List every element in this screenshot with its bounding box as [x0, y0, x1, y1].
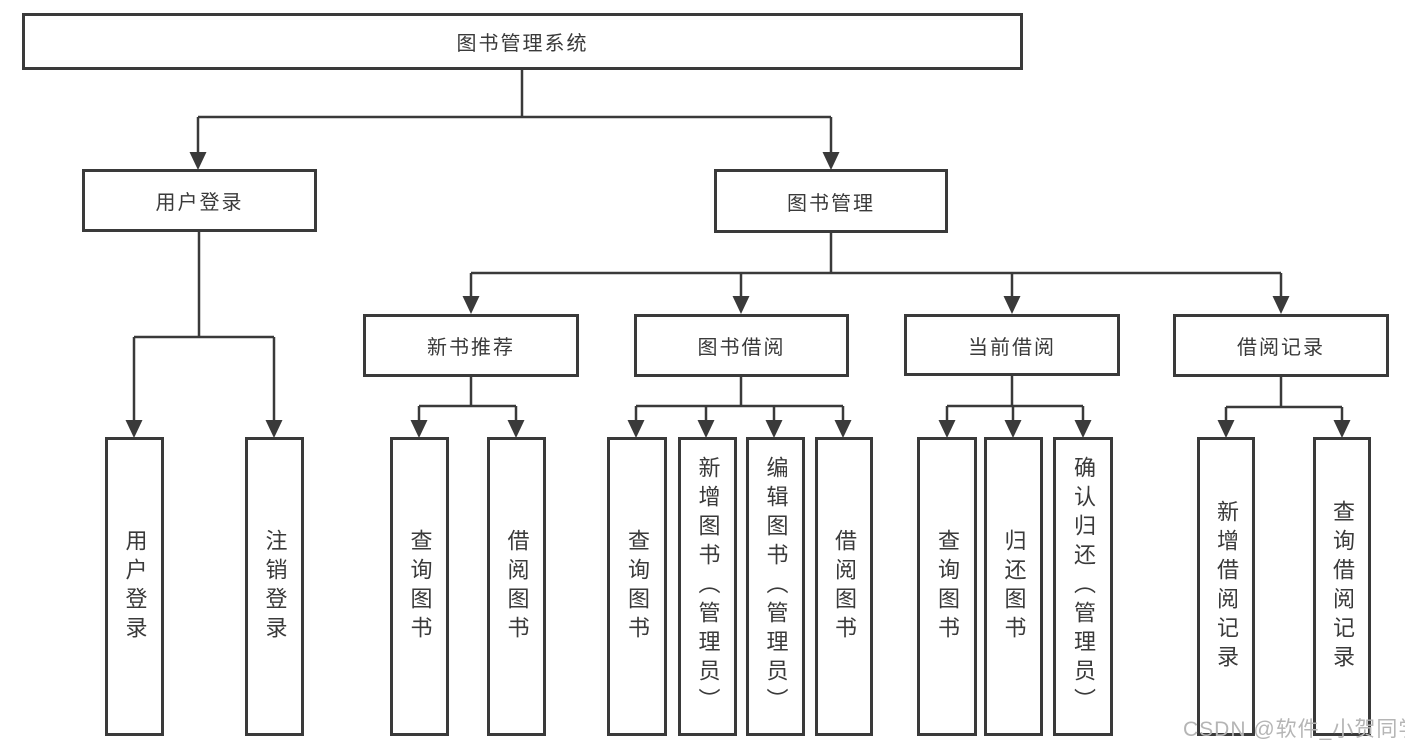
node-borrowing-records: 借阅记录 — [1173, 314, 1389, 377]
node-new-book-recommendation: 新书推荐 — [363, 314, 579, 377]
leaf-user-login: 用户登录 — [105, 437, 164, 736]
leaf-query-books-borrowing: 查询图书 — [607, 437, 667, 736]
leaf-borrow-books: 借阅图书 — [815, 437, 873, 736]
node-book-management: 图书管理 — [714, 169, 948, 233]
leaf-add-book-admin: 新增图书（管理员） — [678, 437, 737, 736]
node-book-borrowing: 图书借阅 — [634, 314, 849, 377]
leaf-borrow-books-recommend: 借阅图书 — [487, 437, 546, 736]
leaf-return-books: 归还图书 — [984, 437, 1043, 736]
node-library-management-system: 图书管理系统 — [22, 13, 1023, 70]
watermark: CSDN @软件_小贺同学 — [1183, 718, 1405, 741]
leaf-confirm-return-admin: 确认归还（管理员） — [1053, 437, 1113, 736]
leaf-query-books-recommend: 查询图书 — [390, 437, 449, 736]
leaf-edit-book-admin: 编辑图书（管理员） — [746, 437, 805, 736]
leaf-query-borrow-record: 查询借阅记录 — [1313, 437, 1371, 736]
node-user-login: 用户登录 — [82, 169, 317, 232]
leaf-logout: 注销登录 — [245, 437, 304, 736]
leaf-add-borrow-record: 新增借阅记录 — [1197, 437, 1255, 736]
arrowheads — [125, 152, 1351, 438]
node-current-borrowing: 当前借阅 — [904, 314, 1120, 376]
leaf-query-books-current: 查询图书 — [917, 437, 977, 736]
